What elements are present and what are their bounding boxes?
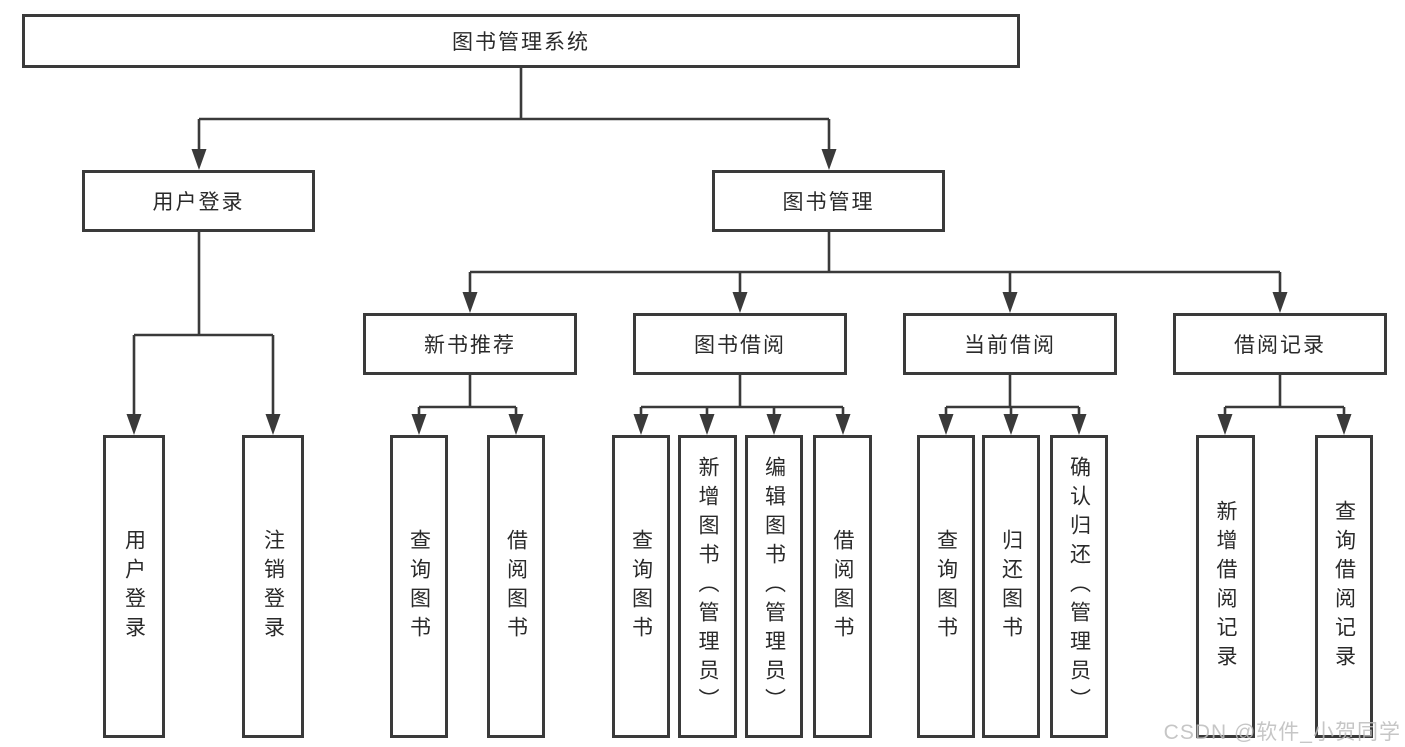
arrowheads	[126, 149, 1352, 435]
leaf-query-book-1: 查询图书	[390, 435, 448, 738]
leaf-return-book: 归还图书	[982, 435, 1040, 738]
leaf-query-borrow-record: 查询借阅记录	[1315, 435, 1373, 738]
node-library-system: 图书管理系统	[22, 14, 1020, 68]
node-borrow-record: 借阅记录	[1173, 313, 1387, 375]
leaf-edit-book-admin: 编辑图书（管理员）	[745, 435, 803, 738]
node-new-book-recommend: 新书推荐	[363, 313, 577, 375]
leaf-borrow-book-1: 借阅图书	[487, 435, 545, 738]
leaf-add-borrow-record: 新增借阅记录	[1196, 435, 1255, 738]
leaf-query-book-2: 查询图书	[612, 435, 670, 738]
leaf-logout: 注销登录	[242, 435, 304, 738]
leaf-query-book-3: 查询图书	[917, 435, 975, 738]
watermark: CSDN @软件_小贺同学	[1163, 721, 1401, 744]
leaf-user-login: 用户登录	[103, 435, 165, 738]
leaf-confirm-return-admin: 确认归还（管理员）	[1050, 435, 1108, 738]
node-book-borrow: 图书借阅	[633, 313, 847, 375]
leaf-borrow-book-2: 借阅图书	[813, 435, 872, 738]
node-current-borrow: 当前借阅	[903, 313, 1117, 375]
node-book-management: 图书管理	[712, 170, 945, 232]
tree-branch-lines	[132, 66, 1346, 418]
leaf-add-book-admin: 新增图书（管理员）	[678, 435, 737, 738]
node-user-login: 用户登录	[82, 170, 315, 232]
